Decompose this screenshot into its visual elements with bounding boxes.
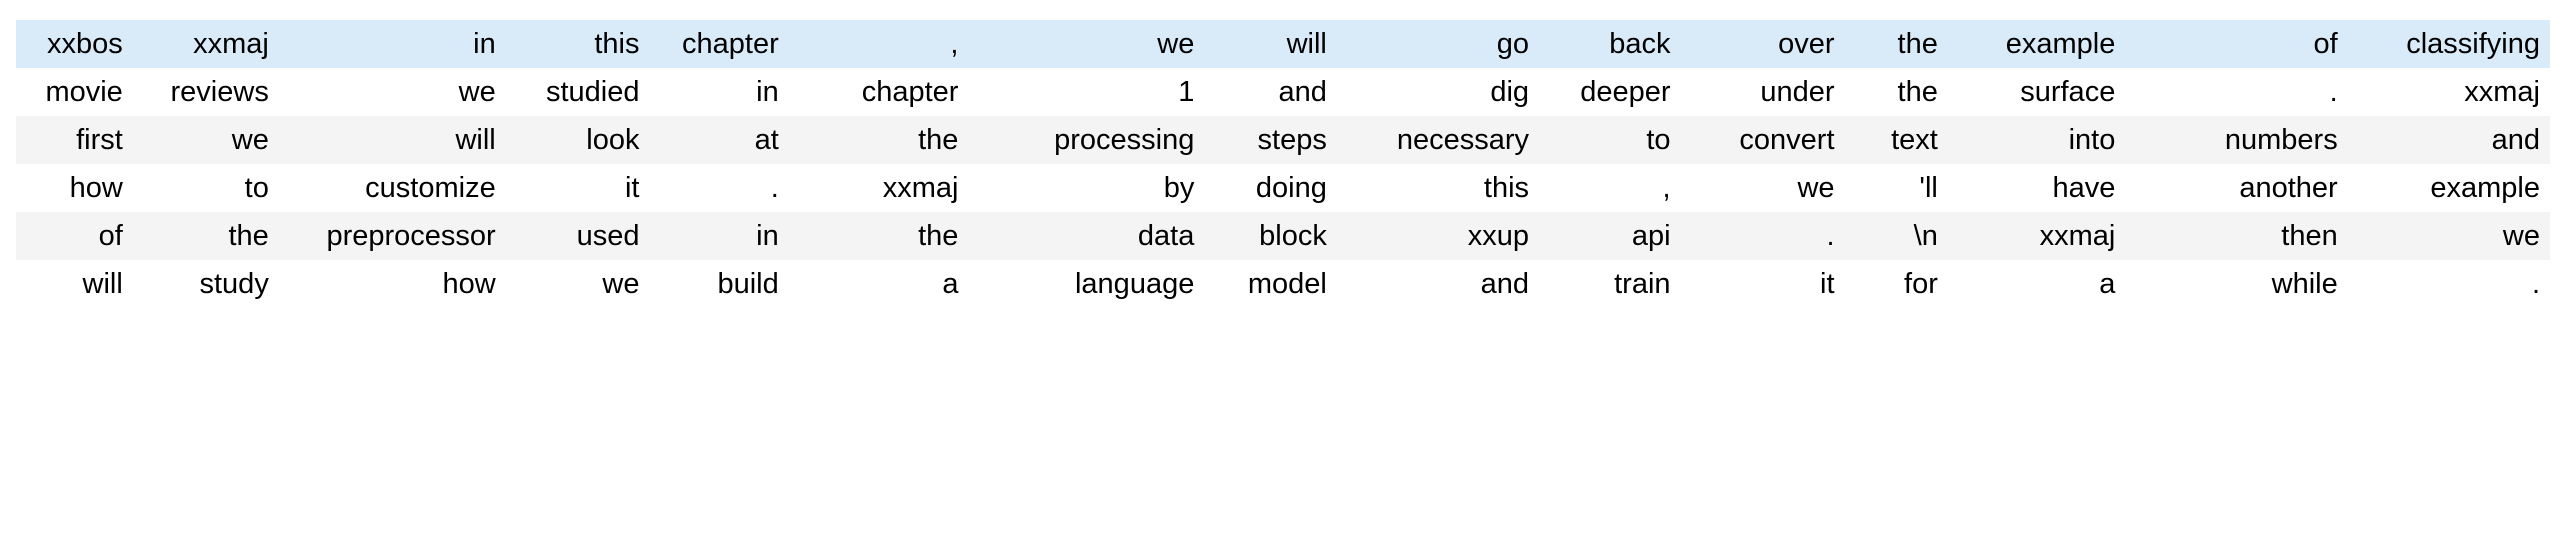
token-cell: to	[132, 164, 279, 212]
token-cell: the	[1844, 20, 1948, 68]
token-cell: movie	[16, 68, 133, 116]
token-cell: dig	[1336, 68, 1540, 116]
token-cell: steps	[1204, 116, 1337, 164]
token-cell: data	[968, 212, 1205, 260]
token-cell: 1	[968, 68, 1205, 116]
token-cell: while	[2125, 260, 2348, 308]
token-cell: have	[1947, 164, 2126, 212]
token-cell: this	[1336, 164, 1540, 212]
token-cell: build	[649, 260, 789, 308]
token-cell: .	[2347, 260, 2550, 308]
token-cell: .	[649, 164, 789, 212]
token-cell: deeper	[1539, 68, 1681, 116]
token-cell: train	[1539, 260, 1681, 308]
token-cell: xxmaj	[788, 164, 969, 212]
token-cell: a	[1947, 260, 2126, 308]
token-cell: to	[1539, 116, 1681, 164]
token-cell: it	[1680, 260, 1845, 308]
token-cell: and	[1204, 68, 1337, 116]
token-cell: used	[505, 212, 650, 260]
token-cell: doing	[1204, 164, 1337, 212]
token-cell: 'll	[1844, 164, 1948, 212]
token-cell: it	[505, 164, 650, 212]
token-cell: the	[788, 116, 969, 164]
token-cell: by	[968, 164, 1205, 212]
token-cell: will	[16, 260, 133, 308]
token-cell: will	[278, 116, 506, 164]
token-cell: the	[132, 212, 279, 260]
token-cell: classifying	[2347, 20, 2550, 68]
token-cell: into	[1947, 116, 2126, 164]
token-cell: go	[1336, 20, 1540, 68]
token-cell: processing	[968, 116, 1205, 164]
token-cell: chapter	[649, 20, 789, 68]
token-cell: look	[505, 116, 650, 164]
token-cell: .	[2125, 68, 2348, 116]
token-cell: of	[16, 212, 133, 260]
token-cell: example	[2347, 164, 2550, 212]
token-cell: reviews	[132, 68, 279, 116]
token-cell: we	[132, 116, 279, 164]
token-cell: model	[1204, 260, 1337, 308]
token-cell: this	[505, 20, 650, 68]
token-cell: we	[968, 20, 1205, 68]
token-cell: under	[1680, 68, 1845, 116]
token-cell: how	[278, 260, 506, 308]
token-cell: we	[505, 260, 650, 308]
token-cell: \n	[1844, 212, 1948, 260]
token-cell: api	[1539, 212, 1681, 260]
token-cell: example	[1947, 20, 2126, 68]
token-cell: ,	[1539, 164, 1681, 212]
token-cell: how	[16, 164, 133, 212]
token-cell: back	[1539, 20, 1681, 68]
token-cell: xxbos	[16, 20, 133, 68]
token-cell: language	[968, 260, 1205, 308]
token-cell: a	[788, 260, 969, 308]
token-cell: studied	[505, 68, 650, 116]
token-cell: preprocessor	[278, 212, 506, 260]
token-cell: we	[278, 68, 506, 116]
token-cell: of	[2125, 20, 2348, 68]
token-cell: in	[278, 20, 506, 68]
token-cell: xxmaj	[132, 20, 279, 68]
token-cell: xxup	[1336, 212, 1540, 260]
token-cell: at	[649, 116, 789, 164]
token-cell: another	[2125, 164, 2348, 212]
token-cell: convert	[1680, 116, 1845, 164]
token-cell: customize	[278, 164, 506, 212]
token-cell: then	[2125, 212, 2348, 260]
token-cell: and	[1336, 260, 1540, 308]
token-cell: over	[1680, 20, 1845, 68]
token-cell: we	[2347, 212, 2550, 260]
token-cell: we	[1680, 164, 1845, 212]
token-cell: will	[1204, 20, 1337, 68]
token-cell: in	[649, 212, 789, 260]
token-cell: in	[649, 68, 789, 116]
token-cell: necessary	[1336, 116, 1540, 164]
token-cell: for	[1844, 260, 1948, 308]
token-cell: block	[1204, 212, 1337, 260]
token-cell: the	[1844, 68, 1948, 116]
token-cell: text	[1844, 116, 1948, 164]
token-cell: and	[2347, 116, 2550, 164]
token-cell: numbers	[2125, 116, 2348, 164]
token-cell: study	[132, 260, 279, 308]
token-cell: the	[788, 212, 969, 260]
token-cell: chapter	[788, 68, 969, 116]
token-cell: xxmaj	[2347, 68, 2550, 116]
token-cell: surface	[1947, 68, 2126, 116]
token-cell: .	[1680, 212, 1845, 260]
token-cell: xxmaj	[1947, 212, 2126, 260]
token-cell: ,	[788, 20, 969, 68]
token-cell: first	[16, 116, 133, 164]
